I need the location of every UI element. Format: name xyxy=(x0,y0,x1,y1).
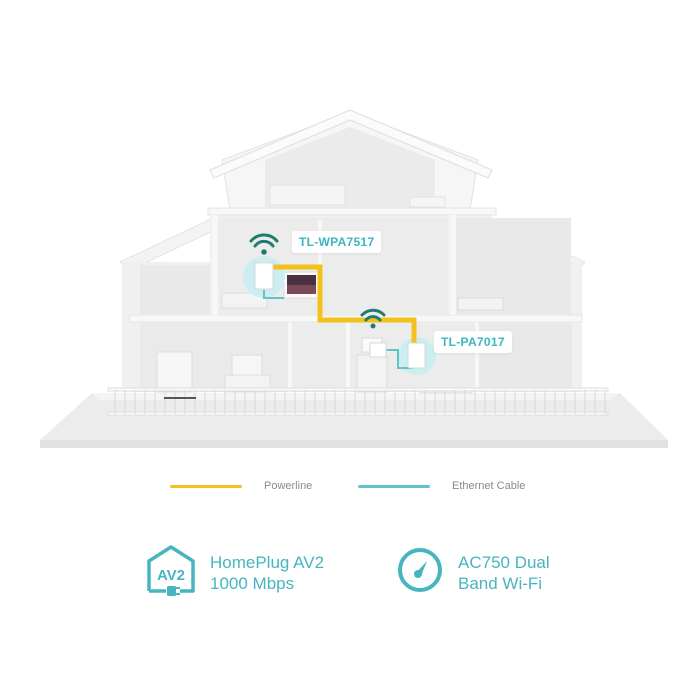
av2-house-icon: AV2 xyxy=(146,544,196,601)
feature-line-1: HomePlug AV2 xyxy=(210,552,325,572)
legend-label: Ethernet Cable xyxy=(452,480,526,492)
legend: Powerline Ethernet Cable xyxy=(0,480,700,500)
feature-homeplug: AV2 HomePlug AV2 1000 Mbps xyxy=(146,544,324,601)
legend-item-powerline: Powerline xyxy=(170,480,312,492)
legend-item-ethernet: Ethernet Cable xyxy=(358,480,525,492)
powerline-swatch xyxy=(170,484,242,488)
device-label-adapter: TL-PA7017 xyxy=(434,331,512,353)
feature-line-2: Band Wi-Fi xyxy=(458,573,543,593)
wifi-icon xyxy=(248,232,280,256)
legend-label: Powerline xyxy=(264,480,313,492)
device-label-extender: TL-WPA7517 xyxy=(292,231,382,253)
feature-line-1: AC750 Dual xyxy=(458,552,550,572)
feature-text: AC750 Dual Band Wi-Fi xyxy=(458,552,550,594)
svg-text:AV2: AV2 xyxy=(157,567,185,584)
feature-line-2: 1000 Mbps xyxy=(210,573,295,593)
wifi-icon xyxy=(359,307,387,329)
feature-wifi: AC750 Dual Band Wi-Fi xyxy=(396,546,550,599)
ethernet-swatch xyxy=(358,484,430,488)
speedometer-icon xyxy=(396,546,444,599)
feature-text: HomePlug AV2 1000 Mbps xyxy=(210,552,324,594)
